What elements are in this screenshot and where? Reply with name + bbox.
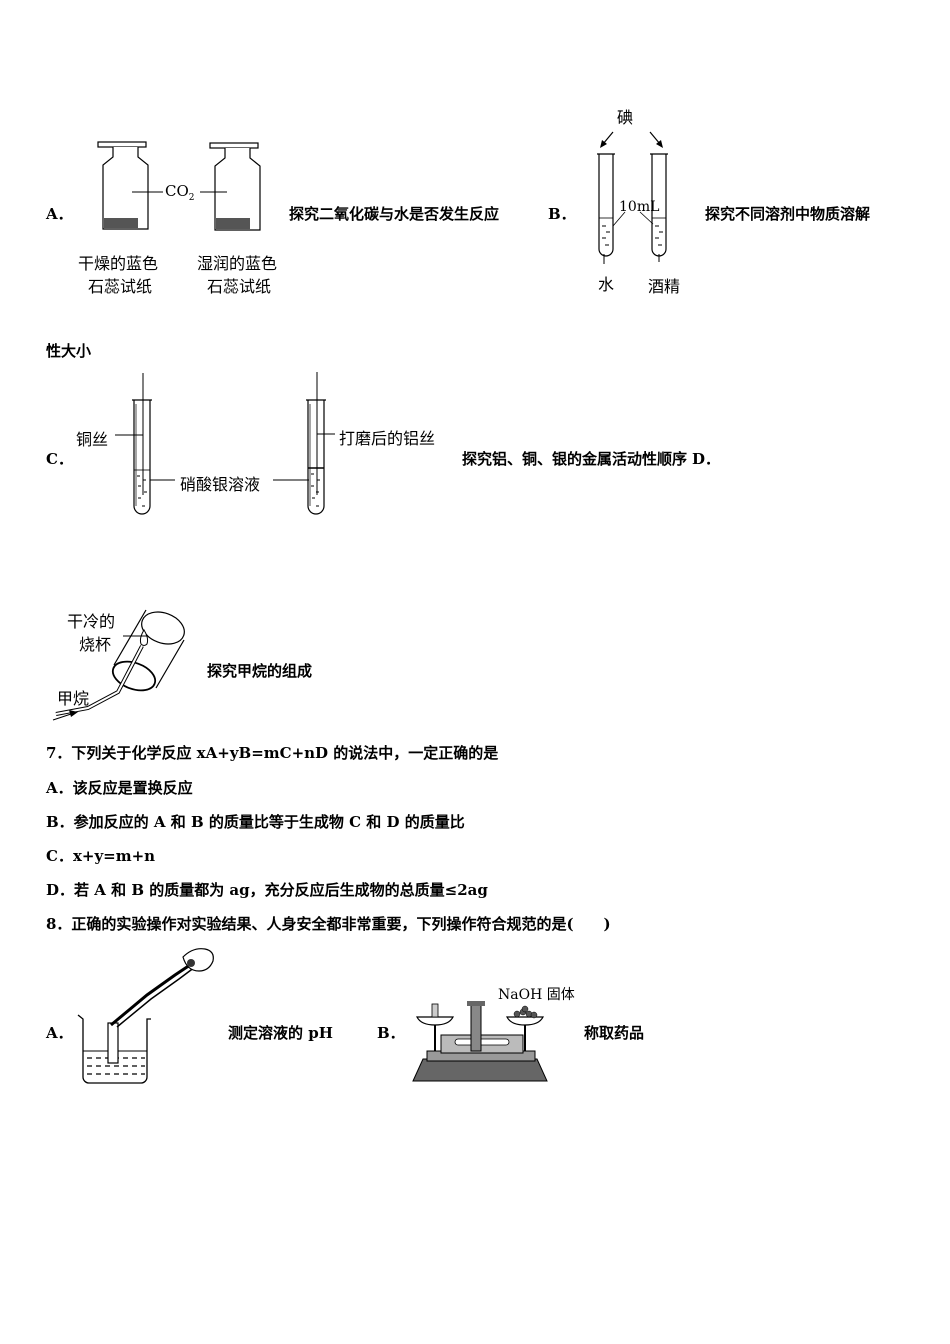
- q7-option-d: D．若 A 和 B 的质量都为 ag，充分反应后生成物的总质量≤2ag: [46, 881, 488, 899]
- q8-option-b-letter: B．: [377, 1024, 405, 1042]
- co2-label: CO2: [165, 182, 195, 203]
- dry-litmus-label-1: 干燥的蓝色: [78, 254, 159, 273]
- option-b-description: 探究不同溶剂中物质溶解: [705, 205, 871, 223]
- q8-stem: 8．正确的实验操作对实验结果、人身安全都非常重要，下列操作符合规范的是( ): [46, 915, 611, 933]
- ph-test-diagram: [77, 948, 214, 1084]
- silver-nitrate-label: 硝酸银溶液: [180, 475, 261, 494]
- option-d-description: 探究甲烷的组成: [207, 662, 313, 680]
- naoh-solid-label: NaOH 固体: [498, 987, 575, 1003]
- aluminum-wire-label: 打磨后的铝丝: [339, 429, 436, 448]
- option-c-letter: C．: [46, 450, 73, 468]
- wet-litmus-label-1: 湿润的蓝色: [197, 254, 278, 273]
- option-b-letter: B．: [548, 205, 576, 223]
- metal-activity-diagram: [115, 372, 335, 515]
- q7-option-b: B．参加反应的 A 和 B 的质量比等于生成物 C 和 D 的质量比: [46, 813, 465, 831]
- copper-wire-label: 铜丝: [76, 430, 109, 449]
- alcohol-label: 酒精: [648, 277, 681, 296]
- q7-stem: 7．下列关于化学反应 xA+yB=mC+nD 的说法中，一定正确的是: [46, 744, 499, 762]
- co2-subscript: 2: [188, 193, 195, 203]
- balance-diagram: [412, 1001, 548, 1082]
- q8-option-a-letter: A．: [46, 1024, 73, 1042]
- option-a-description: 探究二氧化碳与水是否发生反应: [289, 205, 500, 223]
- co2-text: CO: [165, 182, 189, 200]
- methane-label: 甲烷: [57, 689, 90, 708]
- option-c-desc-text: 探究铝、铜、银的金属活动性顺序: [462, 450, 688, 468]
- q8-option-b-description: 称取药品: [584, 1024, 645, 1042]
- option-b-description-continued: 性大小: [46, 342, 92, 360]
- methane-combustion-diagram: [52, 609, 185, 721]
- iodine-solubility-diagram: [597, 131, 668, 264]
- option-a-letter: A．: [46, 205, 73, 223]
- co2-bottles-diagram: [97, 141, 261, 231]
- wet-litmus-label-2: 石蕊试纸: [207, 277, 272, 296]
- dry-litmus-label-2: 石蕊试纸: [88, 277, 153, 296]
- iodine-label: 碘: [617, 108, 634, 127]
- q8-option-a-description: 测定溶液的 pH: [228, 1024, 333, 1042]
- volume-label: 10mL: [619, 199, 660, 215]
- q7-option-a: A．该反应是置换反应: [46, 779, 193, 797]
- cold-beaker-label-2: 烧杯: [79, 635, 112, 654]
- option-d-letter: D．: [692, 450, 721, 468]
- cold-beaker-label-1: 干冷的: [67, 612, 116, 631]
- q7-option-c: C．x+y=m+n: [46, 847, 156, 865]
- water-label: 水: [598, 275, 615, 294]
